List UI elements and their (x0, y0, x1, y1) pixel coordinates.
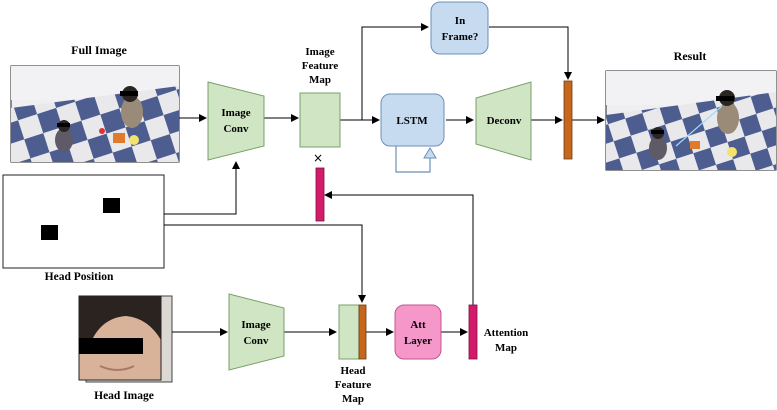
head-image-label: Head Image (94, 390, 154, 402)
result-photo (605, 70, 777, 171)
head-feature-map-label-2: Feature (335, 379, 372, 391)
image-conv-bottom-line2: Conv (243, 335, 269, 347)
head-feature-map-label-1: Head (340, 365, 365, 377)
head-image-photo (78, 295, 173, 383)
att-layer-line1: Att (410, 319, 426, 331)
image-feature-map-label-1: Image (305, 46, 334, 58)
head-position-label: Head Position (45, 271, 114, 283)
image-feature-map-label-3: Map (309, 74, 331, 86)
full-image-photo (10, 65, 180, 163)
attention-map-label-2: Map (495, 342, 517, 354)
image-conv-top: Image Conv (207, 81, 265, 161)
deconv-block: Deconv (475, 81, 532, 161)
output-feature-bar (563, 80, 573, 160)
image-conv-bottom-line1: Image (241, 319, 270, 331)
connectors (164, 23, 605, 336)
full-image-label: Full Image (71, 43, 127, 57)
head-feature-map (338, 304, 367, 360)
head-position-marker (41, 225, 58, 240)
attention-map-label-1: Attention (484, 327, 529, 339)
in-frame-block: In Frame? (430, 1, 489, 55)
head-position-panel (2, 174, 165, 269)
head-position-marker (103, 198, 120, 213)
att-layer-line2: Layer (404, 335, 432, 347)
att-layer-block: Att Layer (394, 304, 442, 360)
multiply-symbol: × (313, 151, 323, 165)
image-conv-top-line1: Image (221, 107, 250, 119)
lstm-label: LSTM (396, 115, 428, 127)
attention-weight-bar (315, 167, 325, 222)
image-conv-top-line2: Conv (223, 123, 249, 135)
in-frame-line1: In (455, 15, 465, 27)
attention-map-bar (468, 304, 478, 360)
lstm-block: LSTM (380, 93, 445, 147)
image-conv-bottom: Image Conv (228, 293, 285, 371)
image-feature-map (299, 92, 341, 148)
in-frame-line2: Frame? (442, 31, 479, 43)
deconv-label: Deconv (487, 115, 522, 127)
result-label: Result (674, 49, 707, 63)
image-feature-map-label-2: Feature (302, 60, 339, 72)
head-feature-map-label-3: Map (342, 393, 364, 405)
